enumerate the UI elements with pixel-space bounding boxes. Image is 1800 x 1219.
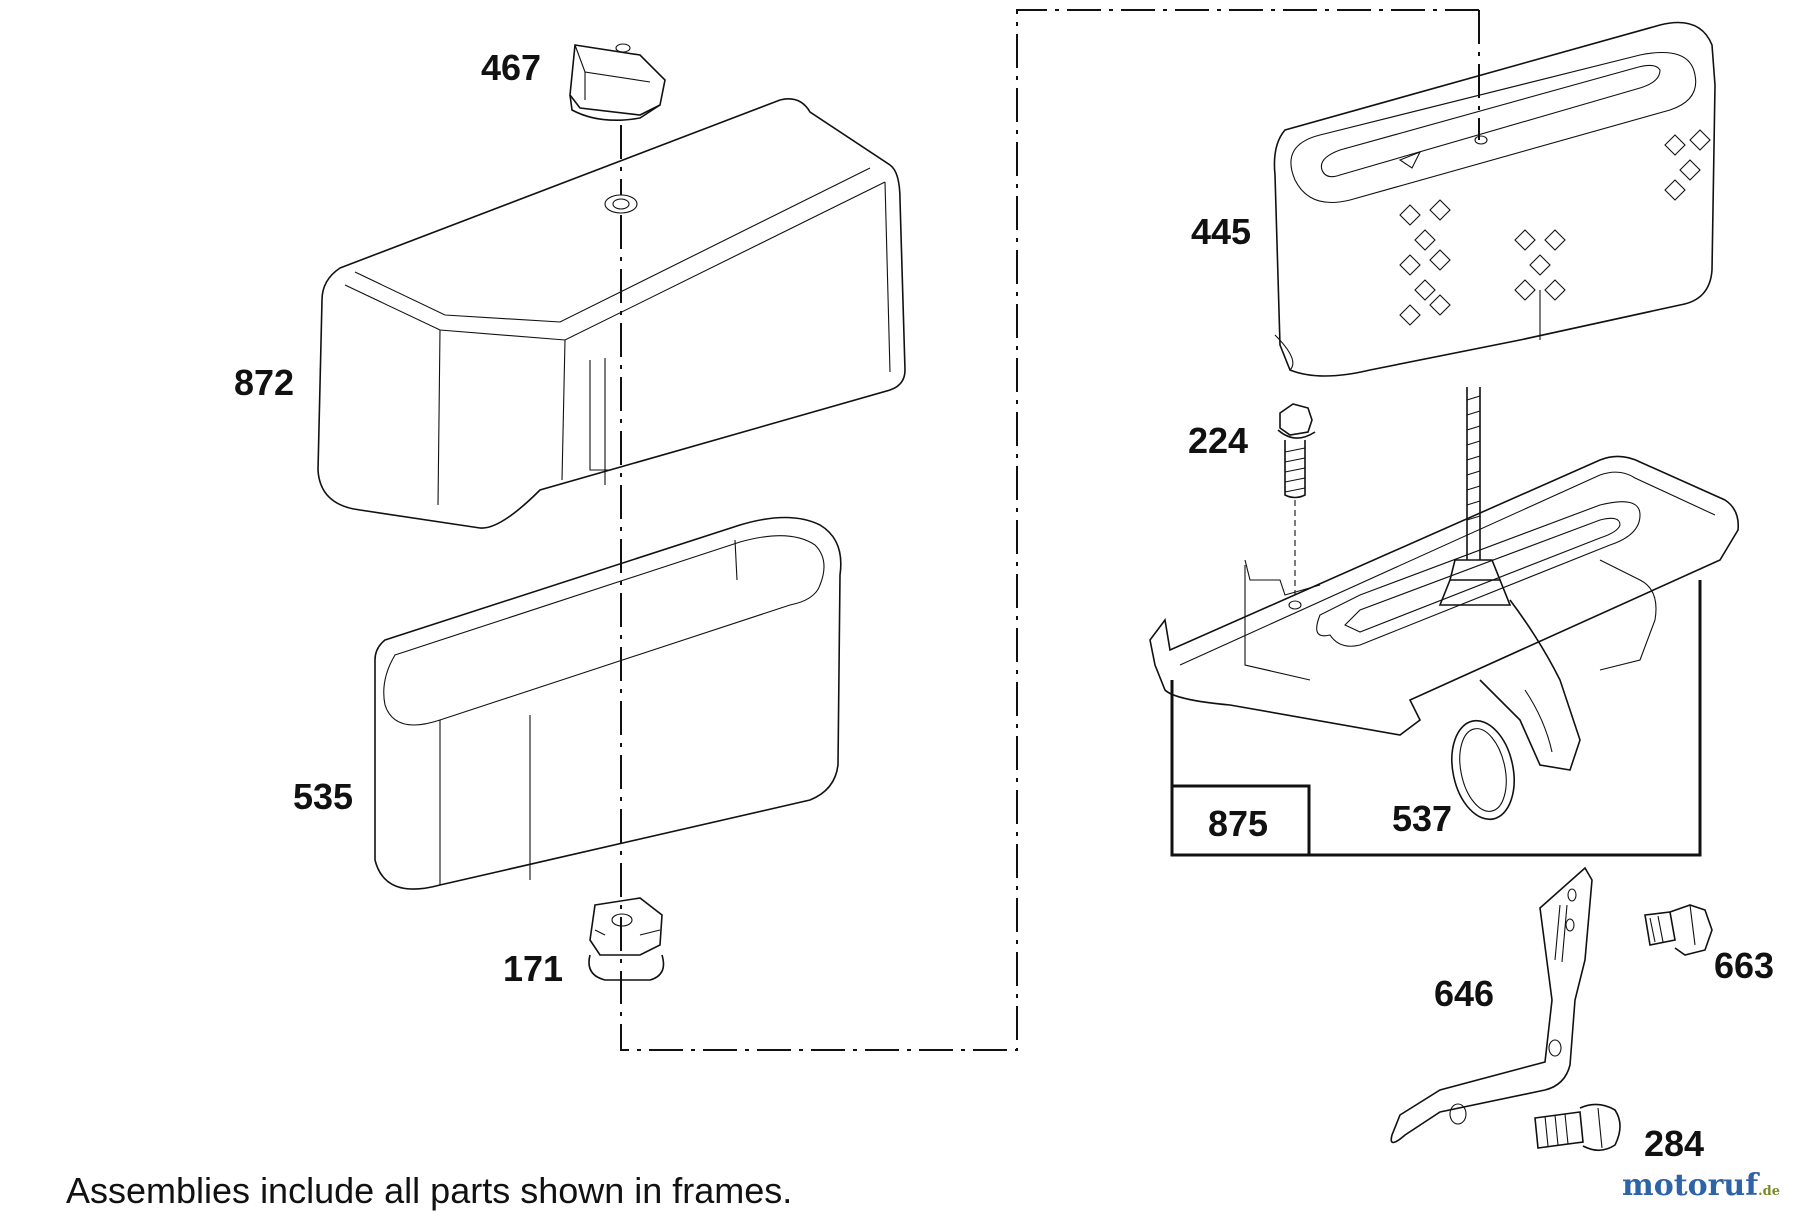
filter-445 [1273,21,1716,377]
part-label-872: 872 [234,362,295,403]
sleeve-535 [374,516,842,890]
base-875 [1149,387,1740,771]
part-label-537: 537 [1392,798,1453,839]
bolt-224 [1277,403,1316,595]
watermark-main: motoruf [1621,1168,1759,1203]
screw-663 [1644,904,1713,956]
assembly-frame-875 [1170,580,1702,857]
bracket-646 [1390,866,1593,1144]
grommet-171 [588,897,665,981]
part-label-875: 875 [1208,803,1269,844]
watermark-suffix: .de [1758,1184,1780,1199]
watermark-logo: motoruf.de [1622,1168,1780,1203]
connector-line [620,9,1480,1051]
part-label-284: 284 [1644,1123,1705,1164]
part-label-535: 535 [293,776,354,817]
oring-537 [1451,719,1515,821]
part-label-445: 445 [1191,211,1252,252]
knob-467 [569,43,666,122]
part-label-224: 224 [1188,420,1249,461]
cover-872 [317,98,906,529]
part-label-467: 467 [481,47,542,88]
screw-284 [1534,1103,1621,1152]
assemblies-footnote: Assemblies include all parts shown in fr… [66,1170,793,1211]
part-label-646: 646 [1434,973,1495,1014]
part-label-663: 663 [1714,945,1775,986]
part-label-171: 171 [503,948,564,989]
